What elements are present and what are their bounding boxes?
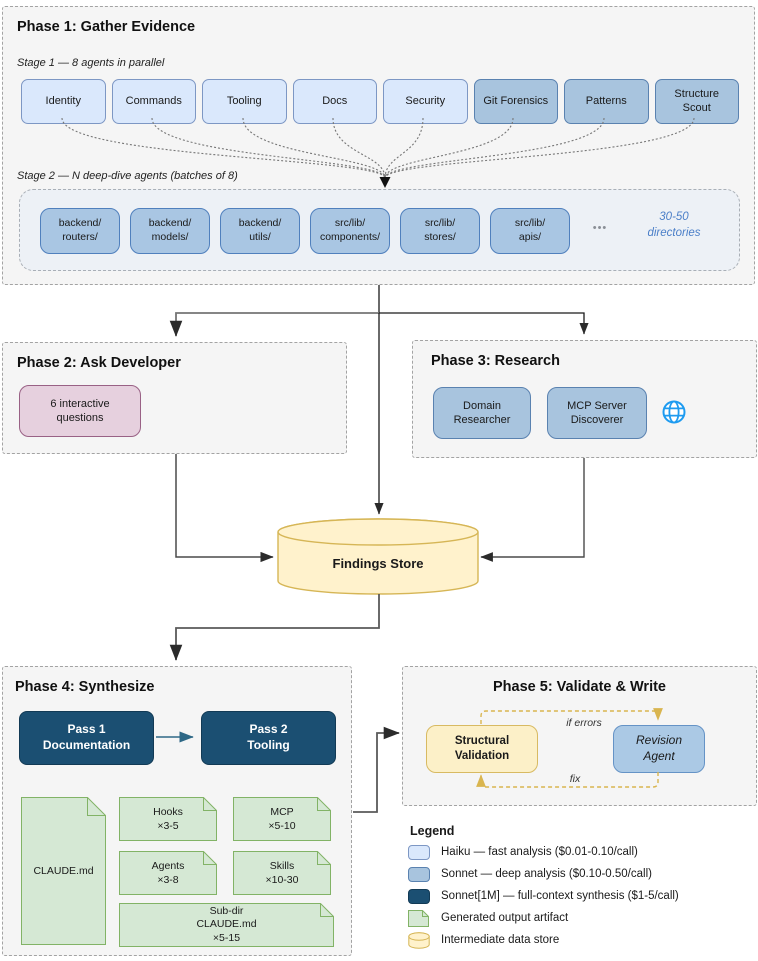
if-errors-label: if errors: [566, 717, 602, 729]
revision-agent-node: Revision Agent: [613, 725, 705, 773]
document-shape-icon: [233, 797, 331, 841]
fix-label: fix: [569, 773, 581, 785]
phase3-container: Phase 3: Research Domain Researcher MCP …: [412, 340, 757, 458]
artifact-skills: Skills ×10-30: [233, 851, 331, 895]
legend-row-datastore: Intermediate data store: [408, 931, 757, 949]
phase1-title: Phase 1: Gather Evidence: [17, 19, 196, 35]
legend-title: Legend: [410, 824, 455, 838]
artifact-mcp: MCP ×5-10: [233, 797, 331, 841]
cylinder-shape-icon: [408, 931, 430, 949]
phase4-container: Phase 4: Synthesize Pass 1 Documentation…: [2, 666, 352, 956]
dir-node-backend-models: backend/ models/: [130, 208, 210, 254]
legend-row-sonnet: Sonnet — deep analysis ($0.10-0.50/call): [408, 866, 757, 882]
artifact-agents: Agents ×3-8: [119, 851, 217, 895]
dir-node-backend-utils: backend/ utils/: [220, 208, 300, 254]
stage2-batch-container: backend/ routers/ backend/ models/ backe…: [19, 189, 740, 271]
artifact-label: Sub-dir CLAUDE.md ×5-15: [196, 905, 257, 944]
agent-node-structure-scout: Structure Scout: [654, 79, 739, 124]
structural-validation-node: Structural Validation: [426, 725, 538, 773]
connector-phase4-to-phase5: [353, 726, 400, 813]
dir-node-src-lib-apis: src/lib/ apis/: [490, 208, 570, 254]
findings-store-label: Findings Store: [332, 556, 424, 571]
phase5-title: Phase 5: Validate & Write: [493, 679, 666, 695]
artifact-label: Hooks ×3-5: [153, 805, 183, 832]
haiku-swatch-icon: [408, 844, 430, 860]
document-shape-icon: [119, 903, 334, 947]
agent-node-patterns: Patterns: [564, 79, 649, 124]
phase3-title: Phase 3: Research: [431, 353, 560, 369]
artifact-label: Agents ×3-8: [151, 859, 185, 886]
legend-label: Intermediate data store: [441, 934, 560, 946]
connector-to-phase2: [169, 312, 379, 337]
stage1-agents-row: Identity Commands Tooling Docs Security …: [21, 79, 739, 124]
agent-node-security: Security: [383, 79, 468, 124]
phase5-container: Phase 5: Validate & Write Structural Val…: [402, 666, 757, 806]
mcp-server-discoverer-node: MCP Server Discoverer: [547, 387, 647, 439]
document-shape-icon: [408, 909, 430, 927]
document-shape-icon: [21, 797, 106, 945]
legend-label: Generated output artifact: [441, 912, 569, 924]
legend-row-haiku: Haiku — fast analysis ($0.01-0.10/call): [408, 844, 757, 860]
legend-label: Sonnet[1M] — full-context synthesis ($1-…: [441, 890, 679, 902]
artifact-claude-md: CLAUDE.md: [21, 797, 106, 945]
pass2-tooling-node: Pass 2 Tooling: [201, 711, 336, 765]
stage2-label: Stage 2 — N deep-dive agents (batches of…: [17, 170, 238, 182]
pass1-documentation-node: Pass 1 Documentation: [19, 711, 154, 765]
stage1-label: Stage 1 — 8 agents in parallel: [17, 57, 165, 69]
phase1-container: Phase 1: Gather Evidence Stage 1 — 8 age…: [2, 6, 755, 285]
domain-researcher-node: Domain Researcher: [433, 387, 531, 439]
dir-node-src-lib-components: src/lib/ components/: [310, 208, 390, 254]
artifact-label: CLAUDE.md: [33, 864, 94, 877]
sonnet-swatch-icon: [408, 866, 430, 882]
phase2-container: Phase 2: Ask Developer 6 interactive que…: [2, 342, 347, 454]
agent-node-identity: Identity: [21, 79, 106, 124]
document-shape-icon: [119, 851, 217, 895]
legend-label: Sonnet — deep analysis ($0.10-0.50/call): [441, 868, 652, 880]
document-shape-icon: [119, 797, 217, 841]
connector-phase2-to-findings: [175, 454, 274, 563]
legend-row-artifact: Generated output artifact: [408, 909, 757, 927]
phase2-title: Phase 2: Ask Developer: [17, 355, 181, 371]
artifact-hooks: Hooks ×3-5: [119, 797, 217, 841]
interactive-questions-node: 6 interactive questions: [19, 385, 141, 437]
artifact-label: Skills ×10-30: [265, 859, 299, 886]
agent-node-docs: Docs: [292, 79, 377, 124]
connector-findings-to-phase4: [169, 594, 380, 661]
document-shape-icon: [233, 851, 331, 895]
agent-node-tooling: Tooling: [202, 79, 287, 124]
dir-node-backend-routers: backend/ routers/: [40, 208, 120, 254]
connector-phase3-to-findings: [480, 458, 585, 562]
dir-node-src-lib-stores: src/lib/ stores/: [400, 208, 480, 254]
legend-label: Haiku — fast analysis ($0.01-0.10/call): [441, 846, 638, 858]
globe-icon: [661, 399, 687, 430]
connector-to-phase3: [379, 312, 589, 335]
ellipsis-more-dirs: •••: [592, 222, 608, 234]
sonnet1m-swatch-icon: [408, 888, 430, 904]
legend: Legend Haiku — fast analysis ($0.01-0.10…: [408, 824, 757, 954]
legend-row-sonnet1m: Sonnet[1M] — full-context synthesis ($1-…: [408, 888, 757, 904]
agent-node-commands: Commands: [111, 79, 196, 124]
agent-node-git-forensics: Git Forensics: [473, 79, 558, 124]
phase4-title: Phase 4: Synthesize: [15, 679, 155, 695]
artifact-label: MCP ×5-10: [268, 805, 296, 832]
stage2-count-note: 30-50 directories: [647, 211, 701, 239]
artifact-subdir-claude-md: Sub-dir CLAUDE.md ×5-15: [119, 903, 334, 947]
